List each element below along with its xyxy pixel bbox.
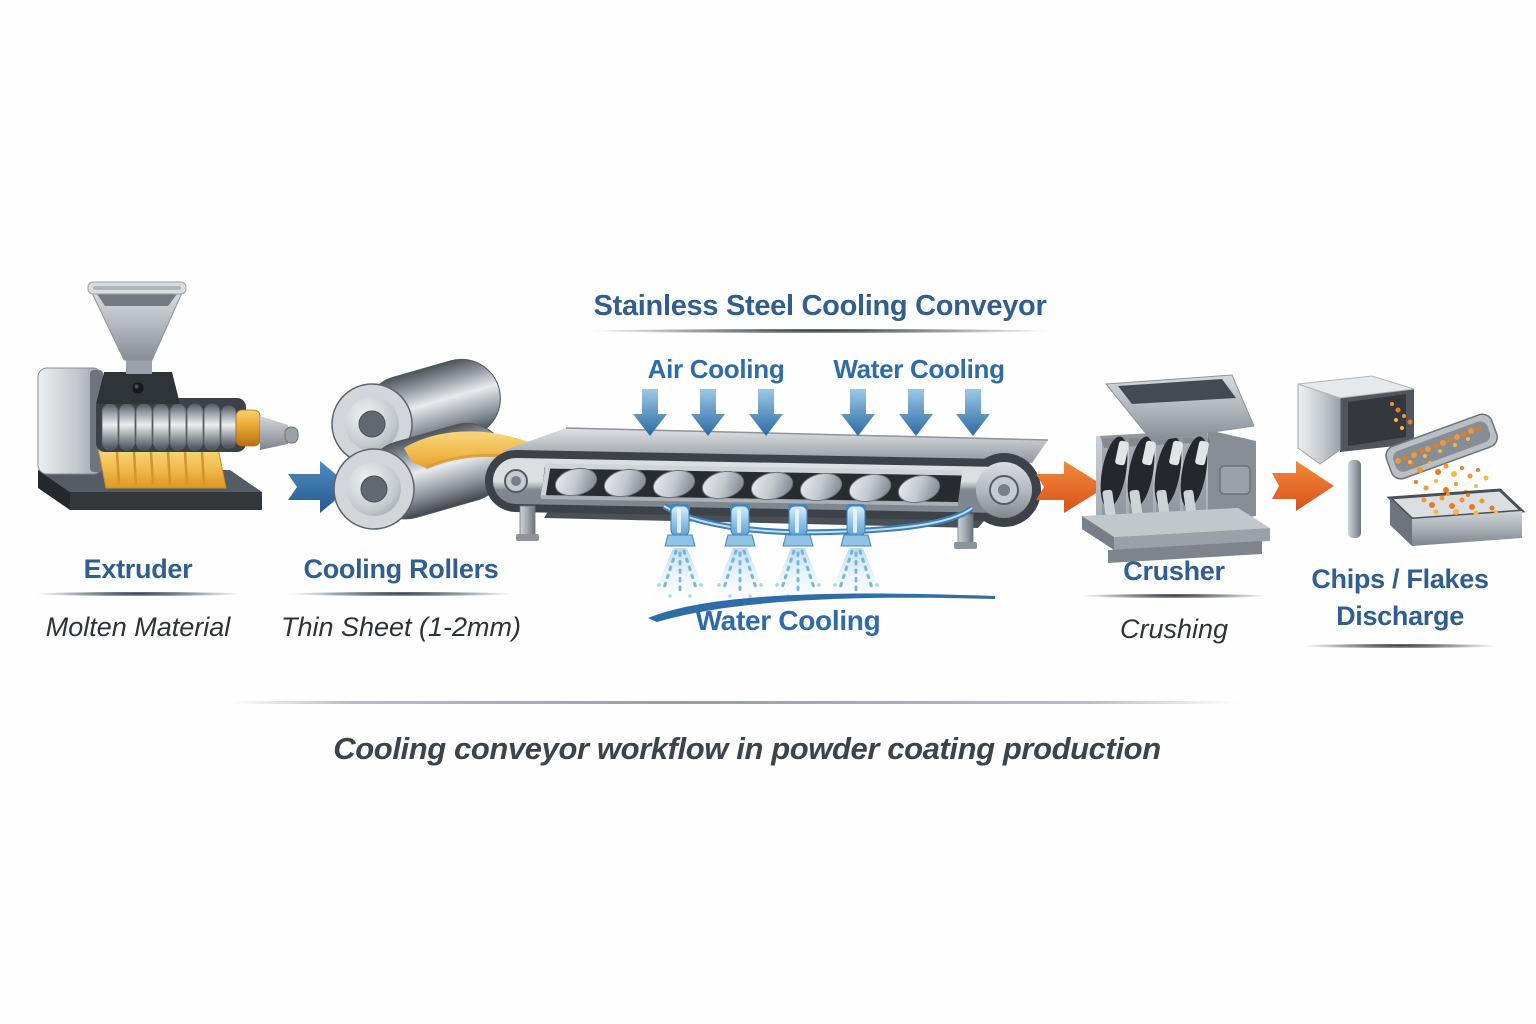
flow-arrow-orange-icon: [1036, 461, 1106, 513]
down-arrow-icon: [899, 389, 933, 436]
extruder-die-nozzle: [260, 416, 288, 450]
discharge-divider: [1300, 644, 1500, 648]
down-arrow-icon: [841, 389, 875, 436]
crusher-hopper: [1105, 374, 1255, 442]
down-arrow-icon: [956, 389, 990, 436]
extruder-divider: [33, 592, 243, 596]
chips-tray: [1386, 488, 1526, 546]
swoosh-underline: [648, 593, 995, 622]
discharge-stand: [1348, 460, 1361, 538]
extruder-illustration: [37, 281, 299, 510]
extruder-label: Extruder Molten Material: [33, 553, 243, 644]
extruder-heater-block: [97, 447, 227, 489]
discharge-hopper: [1297, 375, 1415, 465]
discharge-label: Chips / Flakes Discharge: [1300, 561, 1500, 648]
cooling-rollers-divider: [286, 592, 515, 596]
water-cooling-top-label: Water Cooling: [833, 354, 1005, 384]
conveyor-title-divider: [585, 329, 1055, 333]
conveyor-leg-left: [516, 505, 539, 541]
crusher-title: Crusher: [1123, 556, 1225, 586]
crusher-label: Crusher Crushing: [1079, 555, 1269, 646]
down-arrow-icon: [749, 389, 783, 436]
discharge-title-line1: Chips / Flakes: [1311, 564, 1489, 594]
crusher-illustration: [1082, 374, 1270, 563]
diagram-caption: Cooling conveyor workflow in powder coat…: [333, 731, 1161, 766]
discharge-illustration: [1297, 375, 1526, 546]
chips-stream: [1390, 402, 1490, 506]
air-cooling-label: Air Cooling: [647, 354, 785, 384]
conveyor-title: Stainless Steel Cooling Conveyor: [593, 290, 1047, 322]
down-arrow-icon: [691, 389, 725, 436]
extruder-gold-collar: [235, 409, 261, 447]
down-arrow-icon: [633, 389, 667, 436]
conveyor-illustration: [485, 427, 1049, 600]
extruder-screw-barrel: [96, 398, 299, 452]
caption-divider: [230, 701, 1238, 704]
cooling-rollers-subtitle: Thin Sheet (1-2mm): [280, 612, 522, 642]
flow-arrow-orange-icon: [1272, 461, 1334, 511]
coolant-pipe: [662, 503, 974, 536]
conveyor-leg-right: [954, 513, 977, 549]
discharge-title-line2: Discharge: [1336, 601, 1464, 631]
cooling-rollers-title: Cooling Rollers: [303, 554, 499, 584]
extruder-title: Extruder: [83, 554, 193, 584]
crusher-blades: [1100, 436, 1209, 522]
crusher-divider: [1079, 594, 1269, 598]
extruder-subtitle: Molten Material: [45, 612, 231, 642]
cooling-down-arrows: [633, 389, 990, 436]
extruder-hopper: [87, 281, 187, 404]
crusher-subtitle: Crushing: [1119, 614, 1229, 644]
cooling-rollers-label: Cooling Rollers Thin Sheet (1-2mm): [281, 553, 521, 644]
water-cooling-bottom-label: Water Cooling: [695, 605, 881, 636]
conveyor-header: Stainless Steel Cooling Conveyor: [585, 290, 1055, 333]
crusher-base: [1082, 508, 1270, 563]
